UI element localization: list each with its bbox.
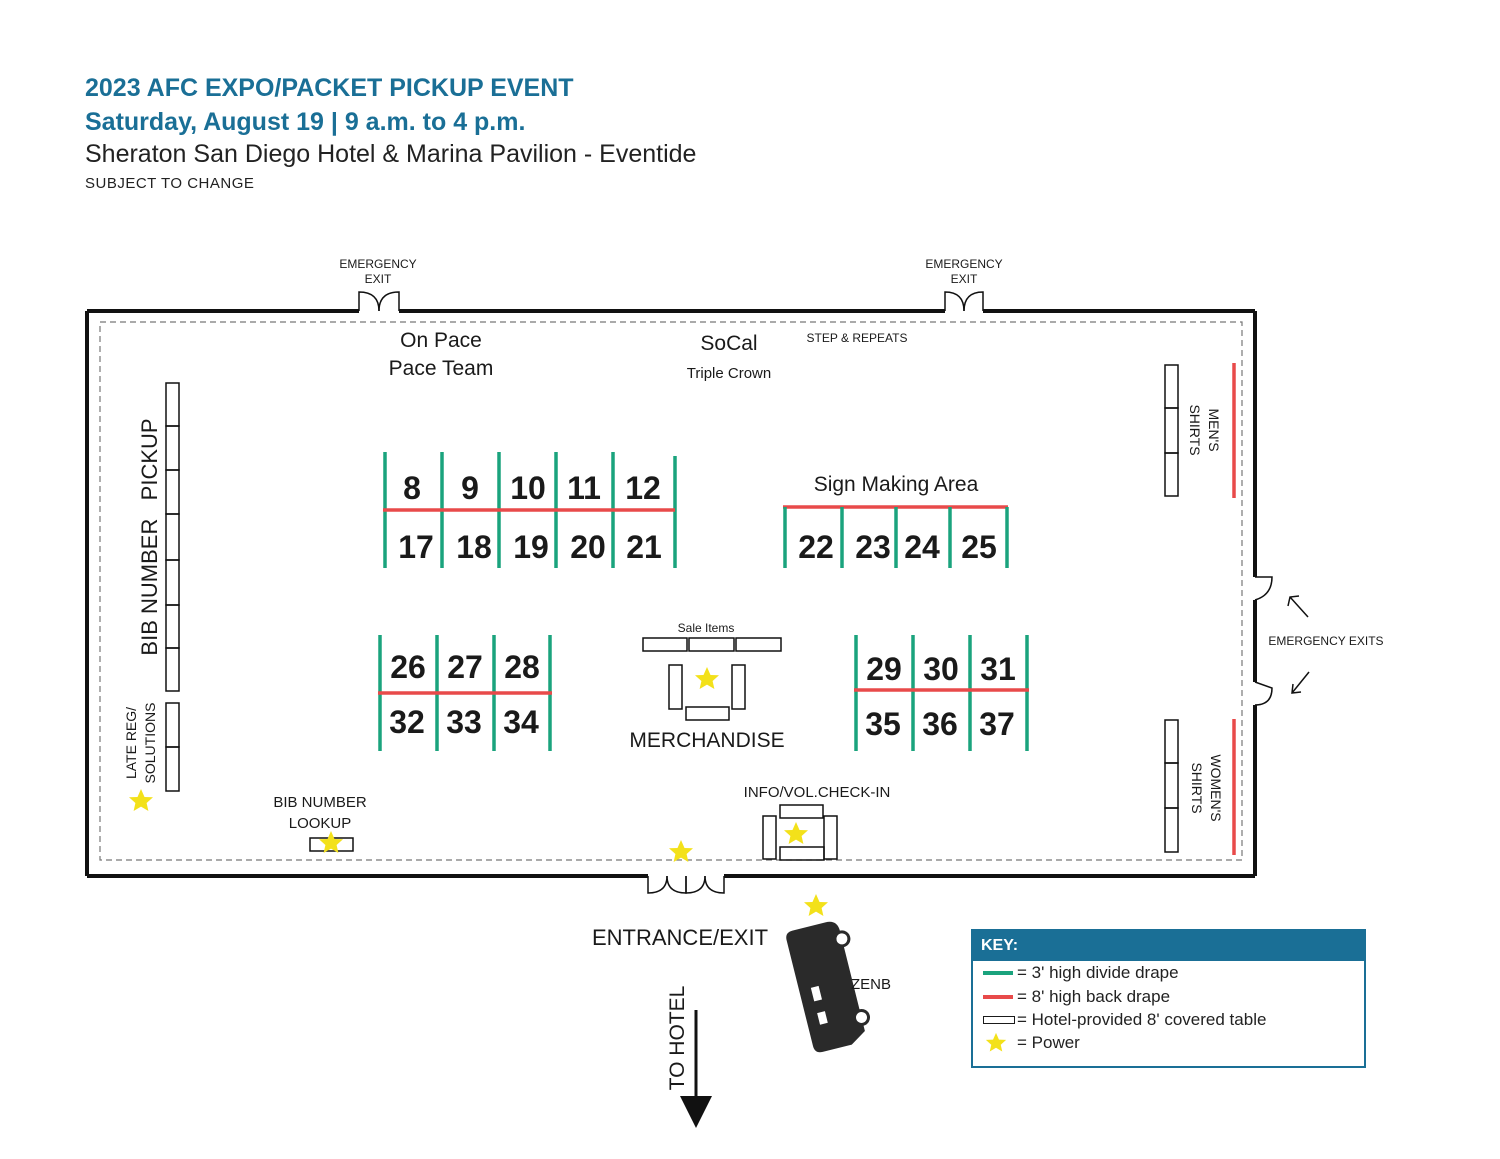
mens-shirts-label: SHIRTS	[1187, 404, 1203, 455]
event-date: Saturday, August 19 | 9 a.m. to 4 p.m.	[85, 108, 526, 136]
booth-37: 37	[979, 706, 1015, 742]
down-arrow-icon	[680, 1010, 712, 1128]
zenb-van-icon	[786, 921, 871, 1053]
womens-shirts-label: SHIRTS	[1189, 762, 1205, 813]
booth-10: 10	[510, 470, 546, 506]
solutions-label: SOLUTIONS	[142, 703, 158, 784]
red-line-swatch	[983, 995, 1013, 999]
booth-35: 35	[865, 706, 901, 742]
socal-label: SoCal	[700, 332, 757, 355]
power-star-icon	[669, 840, 693, 862]
emergency-exit-door-1	[358, 291, 400, 312]
mens-shirts-tables	[1164, 364, 1179, 497]
lookup-label: LOOKUP	[289, 815, 352, 832]
zenb-label: ZENB	[851, 976, 891, 993]
womens-label: WOMEN'S	[1208, 754, 1224, 821]
womens-shirts-tables	[1164, 719, 1179, 853]
page-title: 2023 AFC EXPO/PACKET PICKUP EVENT	[85, 74, 574, 102]
legend-label: = Hotel-provided 8' covered table	[1017, 1010, 1267, 1029]
booth-25: 25	[961, 529, 997, 565]
booth-32: 32	[389, 704, 425, 740]
booth-36: 36	[922, 706, 958, 742]
booth-30: 30	[923, 651, 959, 687]
to-hotel-label: TO HOTEL	[666, 986, 689, 1091]
bib-pickup-tables	[165, 382, 180, 692]
booth-21: 21	[626, 529, 662, 565]
booth-11: 11	[567, 470, 601, 506]
booth-34: 34	[503, 704, 539, 740]
booth-9: 9	[461, 470, 479, 506]
emergency-exit-label: EXIT	[365, 272, 392, 286]
teal-line-swatch	[983, 971, 1013, 975]
legend-box: KEY: = 3' high divide drape = 8' high ba…	[971, 929, 1366, 1068]
booth-22: 22	[798, 529, 834, 565]
emergency-exit-doors-east	[1254, 576, 1273, 706]
booth-block-22-25	[783, 505, 1009, 568]
booth-17: 17	[398, 529, 434, 565]
merchandise-tables	[642, 637, 782, 721]
merchandise-label: MERCHANDISE	[629, 729, 784, 752]
triple-crown-label: Triple Crown	[687, 365, 771, 382]
room-walls	[85, 309, 1257, 878]
subject-to-change-note: SUBJECT TO CHANGE	[85, 175, 255, 192]
booth-block-8-21	[383, 452, 677, 568]
emergency-exit-label: EXIT	[951, 272, 978, 286]
legend-label: = 8' high back drape	[1017, 987, 1171, 1006]
info-checkin-label: INFO/VOL.CHECK-IN	[744, 784, 891, 801]
legend-row: = 3' high divide drape	[983, 963, 1179, 983]
booth-29: 29	[866, 651, 902, 687]
booth-8: 8	[403, 470, 421, 506]
power-star-icon	[129, 789, 153, 811]
pace-team-label: Pace Team	[389, 357, 494, 380]
power-star-icon	[319, 831, 343, 853]
late-reg-tables	[165, 702, 180, 792]
power-star-icon	[695, 667, 719, 689]
booth-20: 20	[570, 529, 606, 565]
emergency-exit-label: EMERGENCY	[339, 257, 416, 271]
booth-27: 27	[447, 649, 483, 685]
booth-block-26-34	[378, 635, 552, 751]
legend-row: = Hotel-provided 8' covered table	[983, 1010, 1266, 1030]
emergency-exit-arrows	[1287, 595, 1310, 694]
inner-boundary	[99, 321, 1243, 861]
booth-28: 28	[504, 649, 540, 685]
booth-31: 31	[980, 651, 1016, 687]
star-icon	[985, 1032, 1007, 1052]
sale-items-label: Sale Items	[678, 621, 735, 635]
table-rect-swatch	[983, 1016, 1015, 1024]
info-checkin-tables	[762, 804, 838, 861]
sign-making-label: Sign Making Area	[814, 473, 979, 496]
emergency-exit-door-2	[944, 291, 984, 312]
bib-pickup-label: BIB NUMBER PICKUP	[137, 418, 162, 655]
legend-label: = 3' high divide drape	[1017, 963, 1179, 982]
booth-block-29-37	[854, 635, 1029, 751]
bib-lookup-label: BIB NUMBER	[273, 794, 367, 811]
power-star-icon	[784, 822, 808, 844]
legend-label: = Power	[1017, 1033, 1080, 1052]
booth-26: 26	[390, 649, 426, 685]
legend-row: = 8' high back drape	[983, 987, 1170, 1007]
booth-19: 19	[513, 529, 549, 565]
booth-23: 23	[855, 529, 891, 565]
legend-title: KEY:	[973, 931, 1364, 961]
step-repeats-label: STEP & REPEATS	[807, 331, 908, 345]
event-venue: Sheraton San Diego Hotel & Marina Pavili…	[85, 140, 697, 168]
late-reg-label: LATE REG/	[123, 707, 139, 779]
on-pace-label: On Pace	[400, 329, 482, 352]
emergency-exit-label: EMERGENCY	[925, 257, 1002, 271]
booth-18: 18	[456, 529, 492, 565]
entrance-doors	[647, 875, 725, 894]
power-star-icon	[804, 894, 828, 916]
booth-33: 33	[446, 704, 482, 740]
booth-24: 24	[904, 529, 940, 565]
entrance-exit-label: ENTRANCE/EXIT	[592, 925, 768, 950]
legend-row: = Power	[983, 1032, 1080, 1054]
mens-label: MEN'S	[1206, 408, 1222, 451]
emergency-exits-label: EMERGENCY EXITS	[1268, 634, 1383, 648]
booth-12: 12	[625, 470, 661, 506]
